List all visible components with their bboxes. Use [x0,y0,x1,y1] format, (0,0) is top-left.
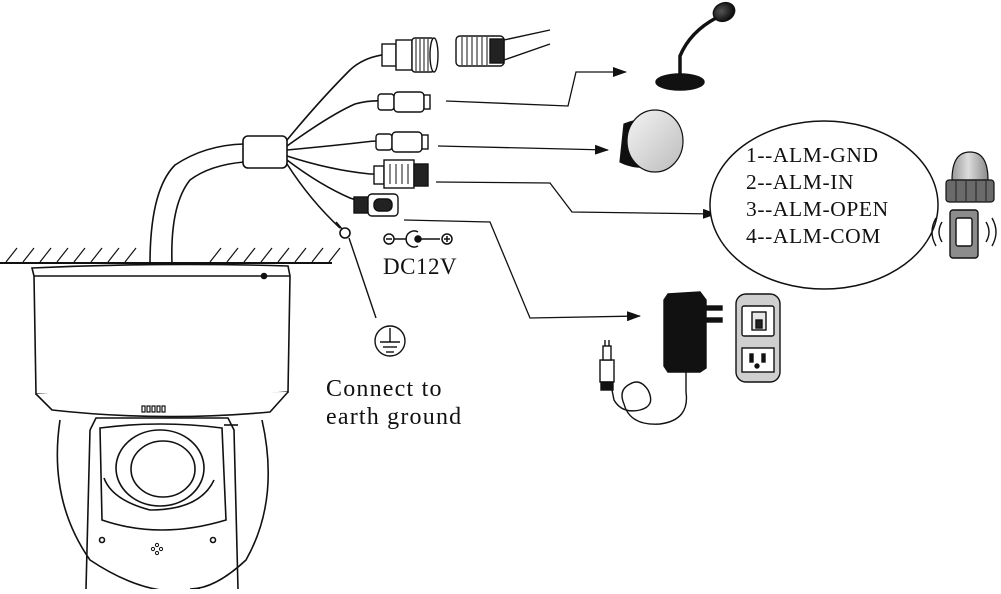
alarm-pin-1: 1--ALM-GND [746,143,879,167]
ceiling-hatch-mark [39,247,52,263]
ptz-camera [30,263,291,593]
alarm-pin-bubble: 1--ALM-GND 2--ALM-IN 3--ALM-OPEN 4--ALM-… [709,120,939,290]
alarm-pin-4: 4--ALM-COM [746,224,881,248]
ceiling-hatch-mark [107,247,120,263]
microphone-icon [655,1,736,91]
alarm-sensor-icon [931,209,997,259]
mic-hole-pattern [150,542,164,556]
cable-harness [149,53,391,265]
ceiling-hatch-mark [328,247,341,263]
ceiling-hatch-mark [311,247,324,263]
ceiling-hatch-mark [22,247,35,263]
alarm-terminal-block [373,159,429,189]
audio-out-connector [375,131,429,153]
ceiling-hatch-mark [73,247,86,263]
ceiling-hatch-mark [277,247,290,263]
speaker-icon [619,109,684,173]
ceiling-hatch-mark [294,247,307,263]
ceiling-hatch-mark [5,247,18,263]
alarm-arrow [435,181,717,219]
power-label: DC12V [383,254,457,279]
power-barrel-connector [353,193,399,217]
network-connector [381,37,439,73]
ceiling-hatch-mark [226,247,239,263]
mic-arrow [445,67,627,107]
alarm-pin-3: 3--ALM-OPEN [746,197,889,221]
earth-ground [348,237,406,357]
ceiling-line [0,247,341,264]
ceiling-hatch-mark [209,247,222,263]
alarm-pin-2: 2--ALM-IN [746,170,854,194]
dc-polarity-icon [383,230,453,248]
wall-outlet-icon [735,293,781,383]
power-adapter-icon [599,291,723,425]
speaker-arrow [437,144,609,155]
audio-in-connector [377,91,431,113]
earth-label-line2: earth ground [326,404,462,430]
network-cable-plug [455,29,551,67]
ceiling-hatch-mark [56,247,69,263]
ceiling-hatch-mark [90,247,103,263]
ceiling-hatch-mark [243,247,256,263]
vent-slots [141,405,166,413]
ceiling-hatch-mark [124,247,137,263]
alarm-beacon-icon [945,151,995,203]
ceiling-hatch-mark [260,247,273,263]
earth-label-line1: Connect to [326,376,443,402]
power-arrow [403,219,641,322]
